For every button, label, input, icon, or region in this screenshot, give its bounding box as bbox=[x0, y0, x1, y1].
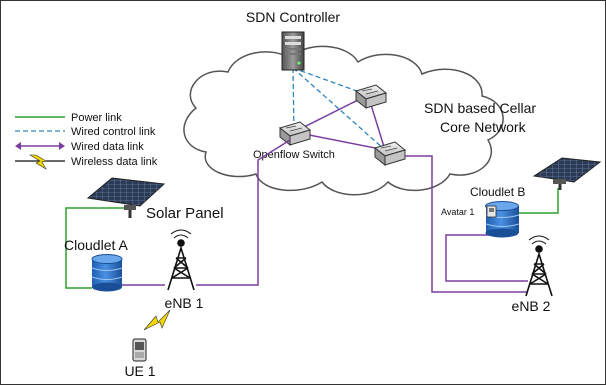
solar-panel-b-icon bbox=[532, 157, 602, 190]
enb2-tower-icon bbox=[525, 235, 553, 297]
legend bbox=[15, 116, 65, 170]
openflow-switch-1-icon bbox=[278, 121, 312, 147]
enb1-tower-icon bbox=[167, 229, 195, 291]
power-link-b bbox=[519, 188, 559, 214]
core-network-label-line2: Core Network bbox=[440, 119, 527, 135]
cloudlet-a-storage-icon bbox=[91, 254, 123, 292]
avatar-vm-icon bbox=[486, 205, 497, 218]
power-link-a bbox=[65, 207, 130, 289]
core-network-label-line1: SDN based Cellar bbox=[424, 100, 536, 116]
openflow-switch-2-icon bbox=[354, 84, 388, 110]
solar-panel-a-icon bbox=[86, 177, 166, 218]
ue1-phone-icon bbox=[132, 338, 147, 362]
enb2-label: eNB 2 bbox=[512, 298, 551, 314]
openflow-switch-3-icon bbox=[373, 141, 407, 167]
enb1-label: eNB 1 bbox=[165, 295, 204, 311]
legend-wired-data-link: Wired data link bbox=[71, 141, 144, 153]
solar-panel-label: Solar Panel bbox=[146, 205, 224, 222]
sdn-controller-label: SDN Controller bbox=[246, 9, 340, 25]
avatar-label: Avatar 1 bbox=[441, 207, 474, 217]
wireless-link-icon bbox=[143, 309, 171, 331]
cloudlet-a-label: Cloudlet A bbox=[64, 237, 128, 253]
cloudlet-b-label: Cloudlet B bbox=[470, 185, 525, 199]
legend-wired-control-link: Wired control link bbox=[71, 126, 156, 138]
data-link-enb1 bbox=[196, 139, 291, 286]
data-link-cloudlet-b bbox=[445, 234, 528, 282]
ue1-label: UE 1 bbox=[124, 363, 155, 379]
data-link-enb2 bbox=[405, 155, 527, 293]
legend-power-link: Power link bbox=[71, 112, 122, 124]
openflow-switch-label: Openflow Switch bbox=[253, 149, 335, 161]
legend-wireless-data-link: Wireless data link bbox=[71, 156, 158, 168]
sdn-controller-server-icon bbox=[281, 31, 305, 71]
cloudlet-b-storage-icon bbox=[485, 201, 520, 238]
